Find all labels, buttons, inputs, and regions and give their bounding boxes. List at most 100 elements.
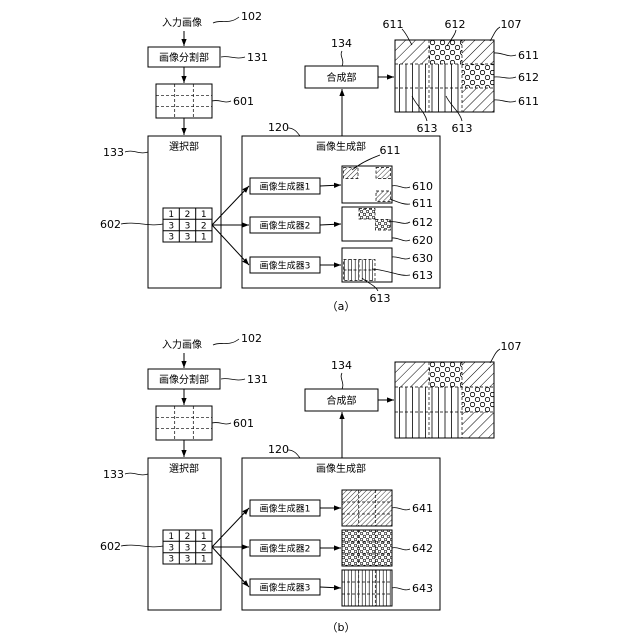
divided-image-box: [156, 84, 212, 118]
divided-ref: 601: [233, 95, 254, 108]
b-generator-2-label: 画像生成器2: [260, 543, 311, 555]
b-composite-cell-vertical-lines: [429, 412, 462, 438]
output-3-ref: 630: [412, 252, 433, 265]
grid-cell: 3: [168, 233, 174, 243]
output-1-patch-ref-bottom: 611: [412, 197, 433, 210]
composite-label-right-middle: 612: [518, 71, 539, 84]
composite-cell-vertical-lines: [429, 64, 462, 88]
b-selector-ref-leader: [125, 473, 148, 475]
b-compositor-label: 合成部: [327, 394, 357, 407]
b-composite-cell-vertical-lines: [429, 387, 462, 412]
b-composite-cell-hatch: [462, 362, 494, 387]
output-2-patch-ref: 612: [412, 216, 433, 229]
input-image-label: 入力画像: [162, 16, 202, 29]
b-output-2-fill-circles: [342, 530, 392, 566]
output-2-ref: 620: [412, 234, 433, 247]
output-3-patch-ref-bottom: 613: [370, 292, 391, 305]
b-input-ref-leader: [213, 339, 239, 345]
grid-cell: 3: [185, 221, 191, 231]
grid-cell: 1: [201, 233, 207, 243]
grid-cell: 3: [168, 221, 174, 231]
b-image-divider-label: 画像分割部: [159, 373, 209, 386]
b-composite-ref-leader: [490, 349, 500, 363]
composite-ref: 107: [501, 18, 522, 31]
output-1-patch-hatch: [376, 191, 391, 202]
composite-cell-hatch: [462, 40, 494, 64]
b-divided-ref: 601: [233, 417, 254, 430]
b-grid-cell: 3: [168, 543, 174, 553]
composite-label-leader: [494, 100, 516, 102]
composite-cell-hatch: [395, 40, 429, 64]
divider-ref: 131: [247, 51, 268, 64]
figure-b-caption: （b）: [327, 621, 356, 634]
b-grid-cell: 1: [201, 532, 207, 542]
composite-label-top-left: 611: [383, 18, 404, 31]
composite-label-right-bottom: 611: [518, 95, 539, 108]
divided-ref-leader: [212, 101, 231, 102]
output-2-patch-circles: [359, 209, 375, 220]
b-compositor-ref-leader: [341, 373, 343, 389]
input-ref: 102: [241, 10, 262, 23]
grid-cell: 2: [185, 210, 191, 220]
divider-ref-leader: [221, 57, 245, 58]
figure-a-caption: （a）: [327, 300, 356, 313]
input-ref-leader: [213, 17, 239, 23]
generator-3-label: 画像生成器3: [260, 260, 311, 272]
composite-label-bottom-middle: 613: [452, 122, 473, 135]
b-image-generation-unit-label: 画像生成部: [316, 462, 366, 475]
b-composite-cell-hatch: [462, 412, 494, 438]
b-input-ref: 102: [241, 332, 262, 345]
output-1-ref: 610: [412, 180, 433, 193]
generation-ref-leader: [288, 128, 300, 136]
composite-ref-leader: [490, 27, 500, 41]
b-composite-cell-vertical-lines: [395, 412, 429, 438]
b-output-2-ref: 642: [412, 542, 433, 555]
b-generator-3-label: 画像生成器3: [260, 582, 311, 594]
compositor-ref: 134: [331, 37, 352, 50]
composite-label-leader: [494, 77, 516, 78]
composite-label-leader: [494, 53, 516, 56]
b-composite-cell-vertical-lines: [395, 387, 429, 412]
b-composite-cell-circles: [429, 362, 462, 387]
b-output-1-fill-hatch: [342, 490, 392, 526]
b-input-image-label: 入力画像: [162, 338, 202, 351]
composite-cell-vertical-lines: [395, 64, 429, 88]
b-grid-cell: 1: [201, 555, 207, 565]
grid-cell: 2: [201, 221, 207, 231]
composite-cell-circles: [462, 64, 494, 88]
b-divider-ref: 131: [247, 373, 268, 386]
b-output-3-ref: 643: [412, 582, 433, 595]
b-divided-image-box: [156, 406, 212, 440]
b-generation-ref: 120: [268, 443, 289, 456]
grid-cell: 1: [168, 210, 174, 220]
compositor-ref-leader: [341, 51, 343, 66]
b-grid-cell: 3: [185, 543, 191, 553]
generator-2-label: 画像生成器2: [260, 220, 311, 232]
composite-label-bottom-left: 613: [417, 122, 438, 135]
b-divider-ref-leader: [221, 379, 245, 380]
composite-cell-vertical-lines: [395, 88, 429, 112]
composite-label-right-top: 611: [518, 49, 539, 62]
b-grid-ref: 602: [100, 540, 121, 553]
b-grid-cell: 3: [168, 555, 174, 565]
image-generation-unit-label: 画像生成部: [316, 140, 366, 153]
selector-label: 選択部: [169, 140, 199, 153]
b-generator-1-label: 画像生成器1: [260, 503, 311, 515]
composite-cell-vertical-lines: [429, 88, 462, 112]
output-1-patch-hatch: [344, 168, 359, 179]
figure-b: 入力画像 102 画像分割部 131 601 選択部 133 1 2 1 3 3…: [100, 332, 522, 634]
b-selector-label: 選択部: [169, 462, 199, 475]
b-output-1-ref: 641: [412, 502, 433, 515]
composite-cell-circles: [429, 40, 462, 64]
output-2-patch-circles: [376, 220, 391, 231]
b-grid-cell: 3: [185, 555, 191, 565]
b-output-3-fill-vertical-lines: [342, 570, 392, 606]
output-1-patch-ref-top: 611: [380, 144, 401, 157]
b-composite-cell-circles: [462, 387, 494, 412]
grid-ref: 602: [100, 218, 121, 231]
b-grid-cell: 2: [185, 532, 191, 542]
selector-ref-leader: [125, 151, 148, 153]
b-compositor-ref: 134: [331, 359, 352, 372]
compositor-label: 合成部: [327, 71, 357, 84]
